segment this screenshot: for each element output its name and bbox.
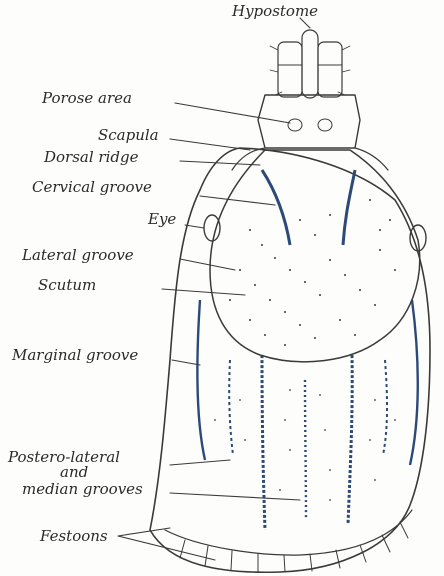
label-marginal-groove: Marginal groove [11, 346, 138, 364]
label-eye: Eye [147, 210, 176, 228]
label-lateral-groove: Lateral groove [21, 246, 134, 264]
label-porose-area: Porose area [41, 89, 132, 107]
cervical-groove-right [343, 170, 355, 245]
labels: Hypostome Porose area Scapula Dorsal rid… [7, 2, 318, 545]
porose-area-left [288, 119, 302, 131]
marginal-groove-right [410, 300, 418, 465]
leader-median-grooves [170, 493, 300, 500]
groove-lateral-inner-right [383, 360, 387, 455]
palp-left [278, 42, 302, 97]
leader-lines [118, 18, 310, 560]
festoon-border [165, 510, 412, 555]
leader-cervical-groove [200, 196, 275, 205]
groove-postero-left [262, 355, 265, 530]
label-hypostome: Hypostome [231, 2, 318, 20]
scutum-punctations [229, 199, 396, 346]
label-dorsal-ridge: Dorsal ridge [43, 148, 139, 166]
groove-median [305, 380, 306, 520]
cervical-groove-left [262, 170, 290, 245]
leader-lateral-groove [180, 259, 235, 270]
label-postero-lateral-3: median grooves [22, 480, 143, 498]
label-postero-lateral-2: and [60, 463, 88, 481]
leader-dorsal-ridge [180, 161, 260, 165]
groove-postero-right [348, 355, 352, 525]
label-scutum: Scutum [38, 276, 96, 294]
marginal-groove-left [197, 300, 205, 460]
porose-area-right [318, 119, 332, 131]
palp-right [318, 42, 342, 97]
leader-porose-area [175, 103, 290, 123]
leader-marginal-groove [172, 360, 200, 365]
body-outline [150, 148, 430, 572]
label-cervical-groove: Cervical groove [32, 178, 152, 196]
label-festoons: Festoons [39, 527, 108, 545]
leader-postero-lateral [170, 460, 230, 465]
leader-festoons-1 [118, 528, 170, 536]
tick-body [150, 30, 430, 572]
label-scapula: Scapula [98, 126, 159, 144]
hypostome-body [302, 30, 318, 98]
leader-scutum [162, 289, 245, 295]
leader-eye [185, 225, 204, 228]
leader-scapula [170, 139, 250, 150]
capitulum-base [258, 95, 360, 148]
palp-bristles [270, 46, 350, 95]
leader-festoons-2 [118, 536, 215, 560]
scapula-left [232, 148, 265, 170]
groove-lateral-inner-left [229, 360, 233, 455]
scutum-outline [210, 150, 420, 362]
eye-left [204, 215, 220, 241]
